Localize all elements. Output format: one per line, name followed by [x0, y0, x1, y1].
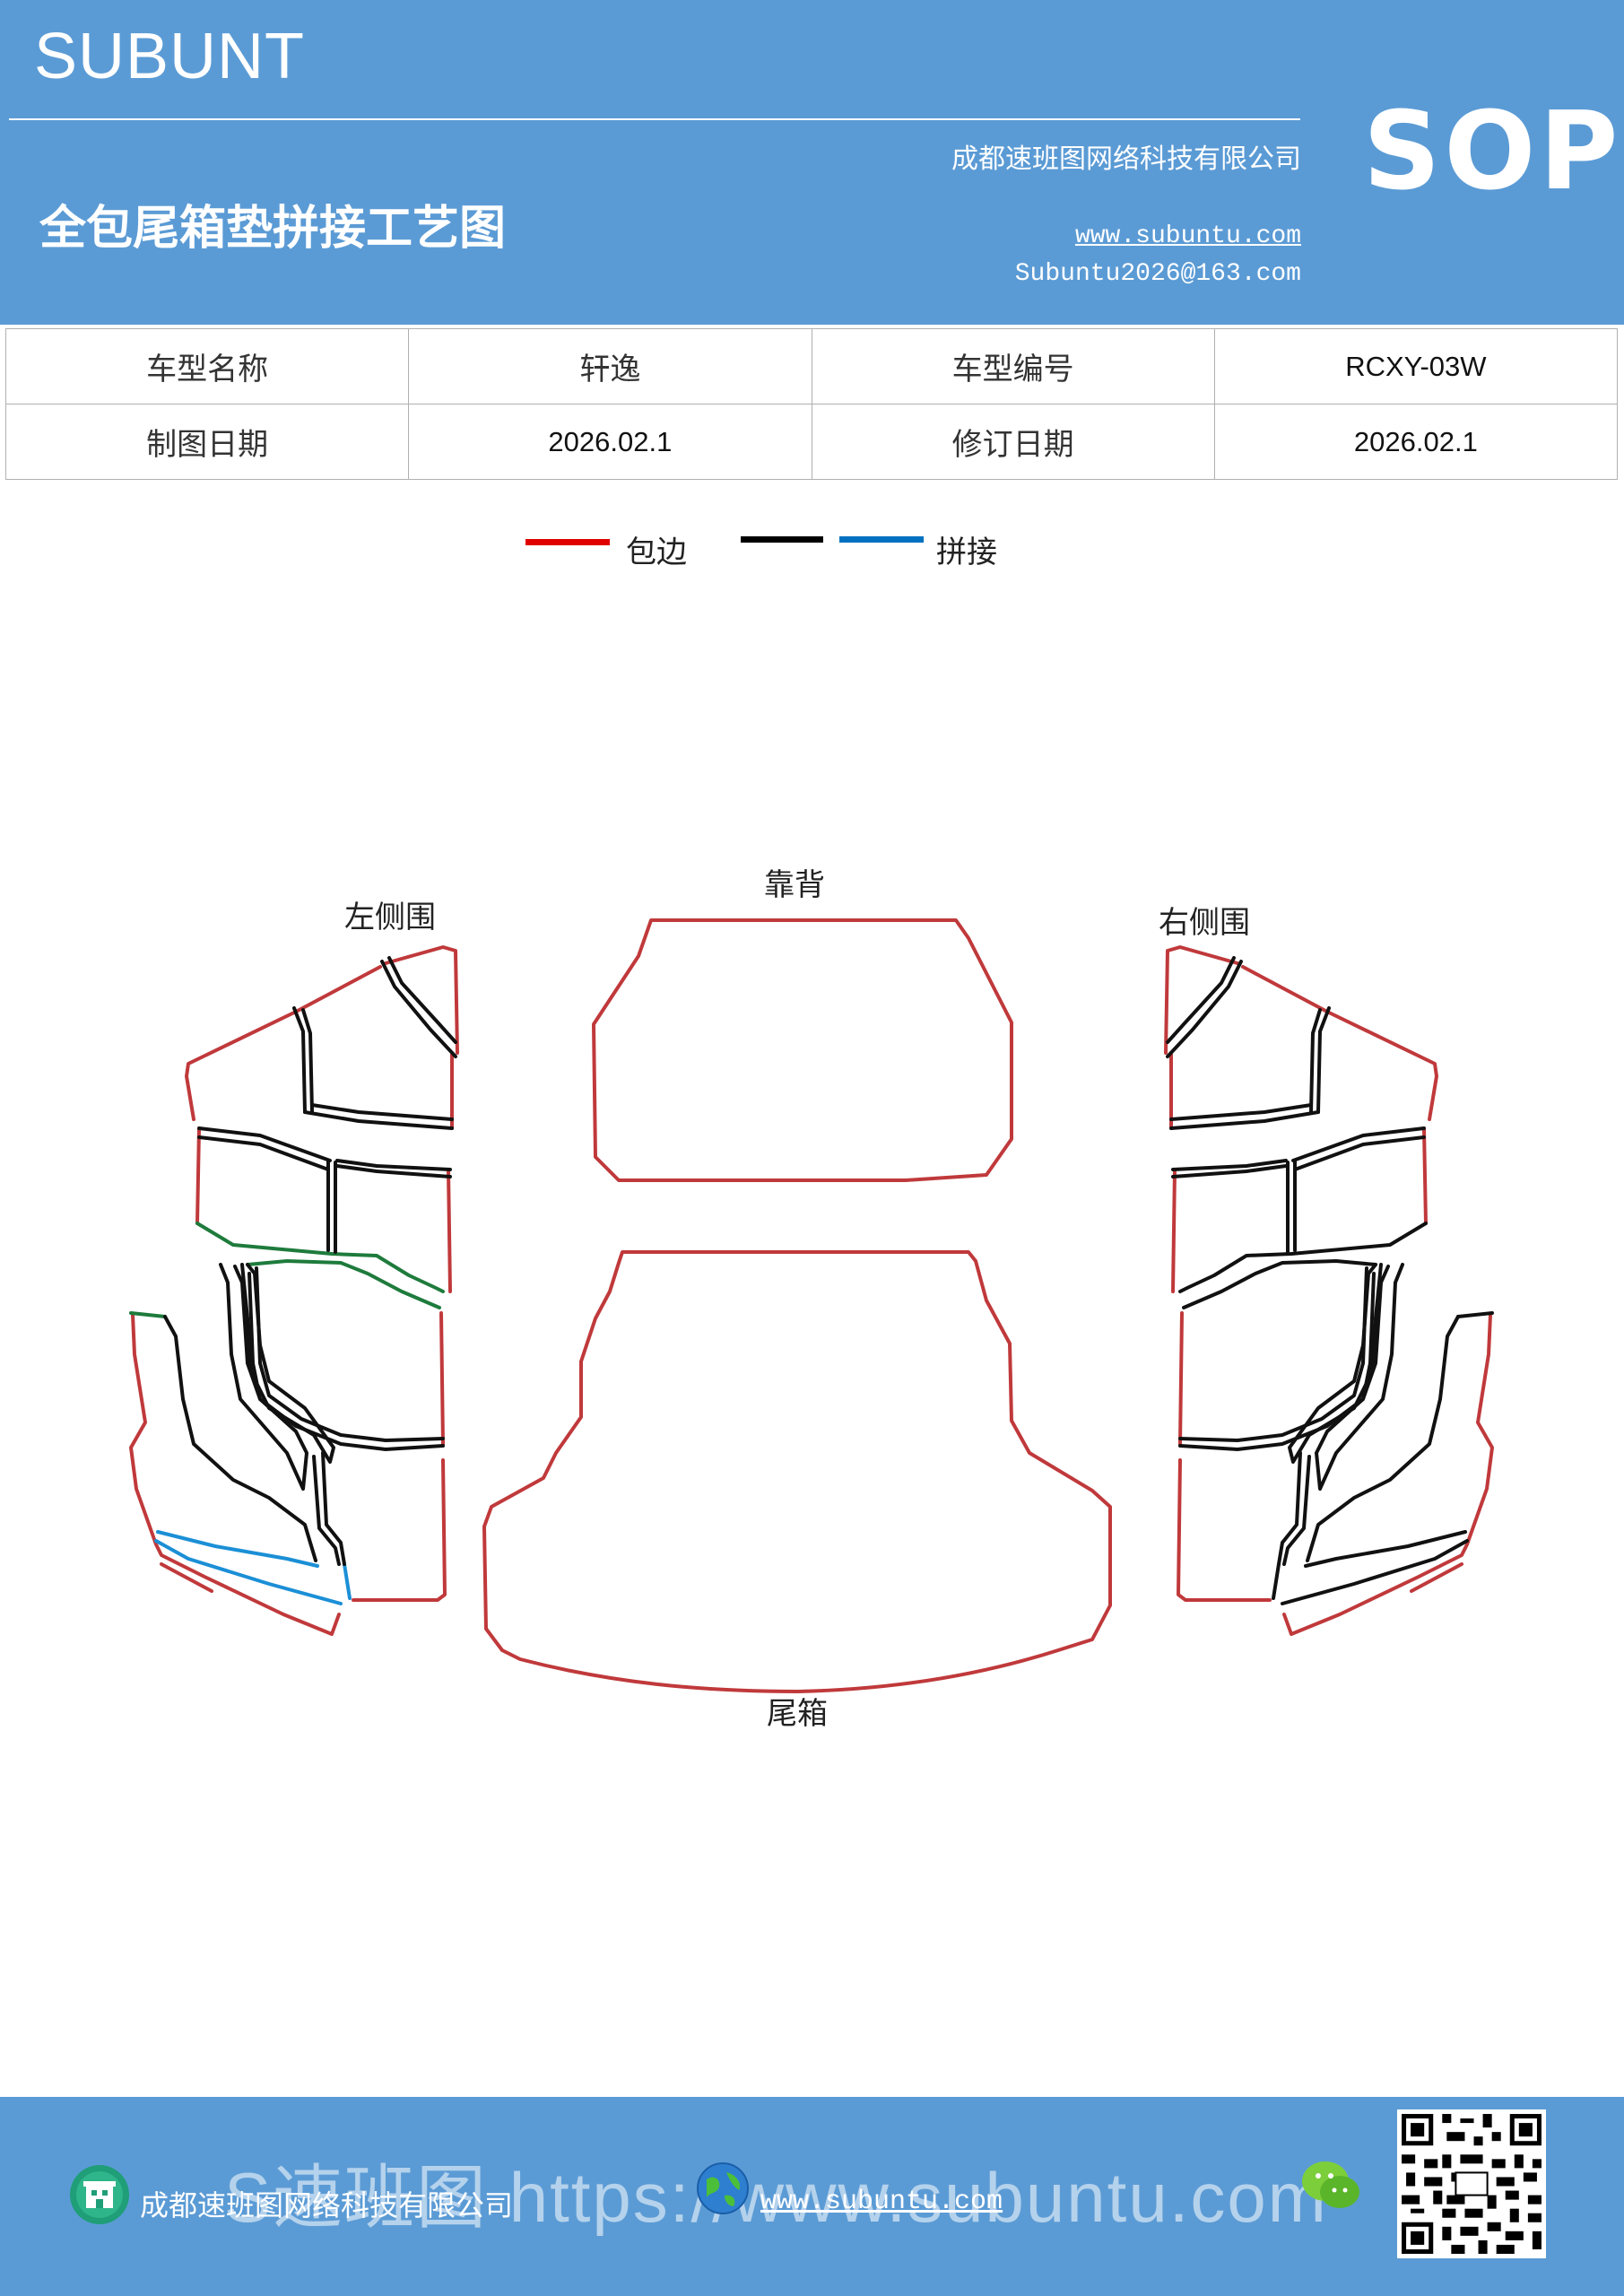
model-code-value: RCXY-03W [1213, 328, 1619, 404]
trunk-floor-piece [482, 1250, 1112, 1693]
legend-black-line [741, 536, 823, 543]
revision-date-value: 2026.02.1 [1213, 404, 1619, 480]
header-banner: SUBUNT 全包尾箱垫拼接工艺图 成都速班图网络科技有限公司 www.subu… [0, 0, 1624, 325]
draw-date-label: 制图日期 [4, 404, 410, 480]
chat-icon [1302, 2161, 1359, 2208]
footer-website-link[interactable]: www.subuntu.com [760, 2187, 1003, 2217]
draw-date-value: 2026.02.1 [408, 404, 812, 480]
model-code-label: 车型编号 [811, 328, 1215, 404]
backrest-label: 靠背 [764, 867, 825, 903]
trunk-label: 尾箱 [767, 1696, 828, 1732]
vehicle-info-table: 车型名称 轩逸 车型编号 RCXY-03W 制图日期 2026.02.1 修订日… [4, 328, 1619, 480]
legend-binding-label: 包边 [626, 535, 687, 570]
qr-code-icon[interactable] [1397, 2109, 1546, 2258]
sop-badge: SOP [1363, 90, 1622, 214]
footer-watermark: S速班图 https://www.subuntu.com [224, 2158, 1328, 2237]
document-title: 全包尾箱垫拼接工艺图 [39, 202, 507, 256]
model-name-label: 车型名称 [4, 328, 410, 404]
header-divider [9, 118, 1300, 120]
building-icon [70, 2165, 129, 2224]
brand-name: SUBUNT [34, 21, 306, 92]
right-side-label: 右侧围 [1159, 905, 1250, 941]
left-side-panel [129, 945, 459, 1636]
footer-company: 成都速班图网络科技有限公司 [140, 2188, 514, 2222]
header-company: 成都速班图网络科技有限公司 [951, 144, 1301, 175]
right-side-panel [1164, 945, 1494, 1636]
revision-date-label: 修订日期 [811, 404, 1215, 480]
model-name-value: 轩逸 [408, 328, 812, 404]
header-website-link[interactable]: www.subuntu.com [1074, 222, 1301, 250]
footer-banner: S速班图 https://www.subuntu.com 成都速班图网络科技有限… [0, 2097, 1624, 2296]
table-row: 制图日期 2026.02.1 修订日期 2026.02.1 [4, 404, 1619, 480]
legend-red-line [525, 539, 610, 545]
globe-icon [697, 2162, 749, 2214]
legend-splice-label: 拼接 [936, 535, 997, 570]
legend-blue-line [839, 536, 924, 543]
header-email: Subuntu2026@163.com [1014, 260, 1301, 288]
table-row: 车型名称 轩逸 车型编号 RCXY-03W [4, 328, 1619, 404]
backrest-piece [592, 918, 1013, 1182]
trunk-mat-diagram: 左侧围 靠背 右侧围 尾箱 [129, 867, 1494, 1732]
left-side-label: 左侧围 [344, 900, 436, 935]
